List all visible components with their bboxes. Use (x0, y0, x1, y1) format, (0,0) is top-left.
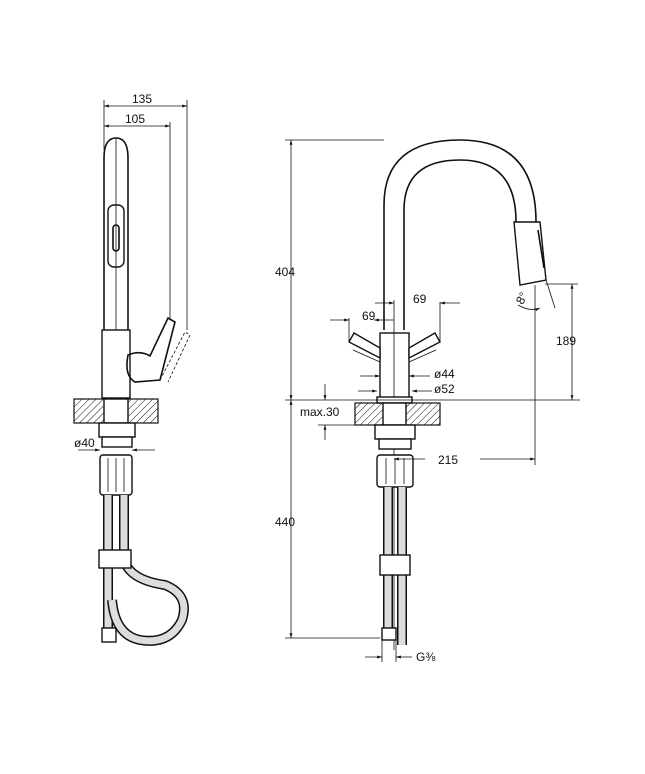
dim-length-below-deck: 440 (275, 515, 295, 529)
lever-handle (126, 316, 176, 383)
hose-clip (98, 549, 132, 569)
faucet-body (379, 332, 410, 400)
dim-handle-left: 69 (362, 309, 376, 323)
hose-clip (379, 554, 411, 576)
dim-connection-thread: G⅜ (416, 650, 436, 664)
faucet-body (101, 329, 131, 399)
gooseneck-spout (383, 139, 537, 330)
side-view: 135 105 ø40 (73, 92, 191, 646)
dim-max-deck-thickness: max.30 (300, 405, 340, 419)
handle-left (348, 332, 381, 360)
dim-spray-angle: 8° (513, 290, 531, 307)
dim-base-diameter: ø52 (434, 382, 455, 396)
dim-body-diameter: ø44 (434, 367, 455, 381)
dim-handle-right: 69 (413, 292, 427, 306)
mounting-nut (374, 424, 416, 440)
handle-right (408, 332, 441, 360)
dim-overall-width: 135 (132, 92, 152, 106)
connection-nut (381, 627, 397, 641)
dim-spout-outlet-height: 189 (556, 334, 576, 348)
dim-handle-reach: 105 (125, 112, 145, 126)
dim-height-above-deck: 404 (275, 265, 295, 279)
dim-spout-reach: 215 (438, 453, 458, 467)
mounting-nut (98, 422, 136, 438)
front-view: 404 440 69 69 ø44 ø52 max.30 215 189 (275, 139, 580, 664)
dim-hose-diameter: ø40 (74, 436, 95, 450)
